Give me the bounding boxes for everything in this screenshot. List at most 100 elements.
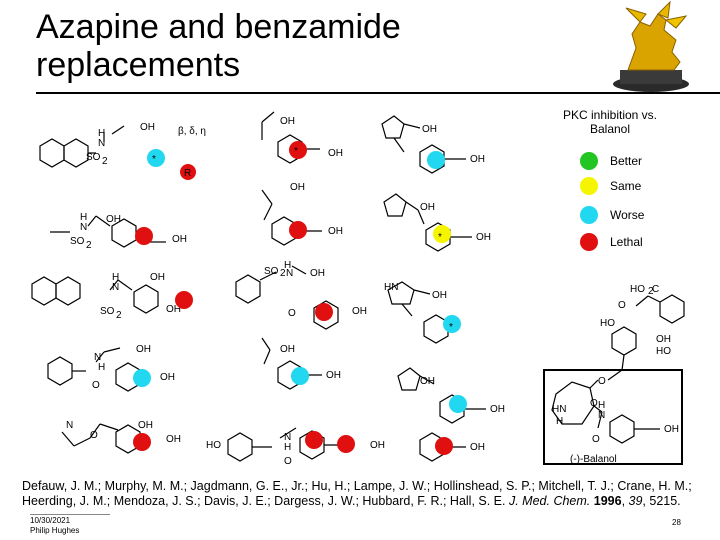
svg-text:OH: OH [352,306,367,317]
beta-delta-eta-label: β, δ, η [178,126,206,137]
svg-text:OH: OH [422,124,437,135]
citation-pages: 5215. [649,494,681,508]
balanol-structure [543,294,685,465]
svg-text:O: O [92,380,100,391]
svg-text:H: H [284,260,291,271]
svg-text:OH: OH [432,290,447,301]
footer-info: 10/30/2021 Philip Hughes [30,516,79,536]
svg-text:H: H [112,272,119,283]
svg-text:OH: OH [136,344,151,355]
marker-red [305,431,323,449]
svg-text:OH: OH [420,202,435,213]
marker-red [135,227,153,245]
legend-dot-cyan [580,206,598,224]
svg-text:OH: OH [310,268,325,279]
svg-text:2: 2 [102,156,108,167]
svg-text:HN: HN [552,404,566,415]
structure-c2r5 [227,427,346,462]
legend-label: Better [610,154,643,168]
citation-year: 1996 [593,494,622,508]
star-marker: * [438,232,442,243]
svg-text:O: O [618,300,626,311]
svg-text:OH: OH [664,424,679,435]
svg-text:OH: OH [328,148,343,159]
citation-volume: 39 [628,494,643,508]
svg-text:N: N [94,352,101,363]
structure-c1r2 [50,215,166,248]
legend-dot-green [580,152,598,170]
svg-text:HN: HN [384,282,398,293]
structure-c3r4 [397,367,486,424]
svg-text:OH: OH [150,272,165,283]
svg-text:H: H [284,442,291,453]
marker-cyan [133,369,151,387]
svg-text:N: N [284,432,291,443]
star-marker: * [294,146,298,157]
svg-text:N: N [286,268,293,279]
marker-red [315,303,333,321]
svg-text:OH: OH [138,420,153,431]
svg-text:C: C [652,284,659,295]
svg-text:O: O [598,376,606,387]
legend-title: PKC inhibition vs. Balanol [562,108,658,136]
svg-text:N: N [80,222,87,233]
marker-cyan [443,315,461,333]
svg-text:2: 2 [280,268,286,279]
star-marker: * [152,154,156,165]
structure-c1r3 [31,276,159,314]
marker-yellow [433,225,451,243]
svg-text:2: 2 [116,310,122,321]
svg-text:OH: OH [280,344,295,355]
svg-text:OH: OH [326,370,341,381]
structure-c2r2 [261,189,322,246]
svg-text:N: N [98,138,105,149]
svg-text:N: N [598,410,605,421]
structure-c2r3 [235,265,339,330]
title-rule [36,92,720,94]
svg-text:HO: HO [206,440,221,451]
marker-red [289,141,307,159]
marker-red [175,291,193,309]
citation-journal: J. Med. Chem. [508,494,591,508]
legend-dot-yellow [580,177,598,195]
balanol-label: (-)-Balanol [570,454,617,465]
svg-text:SO: SO [70,236,85,247]
svg-text:SO: SO [264,266,279,277]
legend-label: Worse [610,208,645,222]
svg-text:O: O [592,434,600,445]
svg-text:2: 2 [648,286,654,297]
svg-text:OH: OH [476,232,491,243]
title-line-2: replacements [36,46,241,84]
svg-text:OH: OH [166,304,181,315]
svg-text:H: H [80,212,87,223]
griffin-logo-icon [613,0,689,92]
legend-label: Lethal [610,235,643,249]
svg-text:OH: OH [490,404,505,415]
svg-text:O: O [284,456,292,467]
svg-text:OH: OH [470,442,485,453]
svg-text:OH: OH [106,214,121,225]
svg-text:HO: HO [600,318,615,329]
svg-text:N: N [66,420,73,431]
footer-divider [30,514,110,515]
svg-text:OH: OH [370,440,385,451]
svg-text:2: 2 [86,240,92,251]
r-label: R [184,168,191,179]
marker-cyan [291,367,309,385]
svg-text:OH: OH [290,182,305,193]
title-line-1: Azapine and benzamide [36,8,401,46]
structure-c3r2 [383,193,472,252]
footer-date: 10/30/2021 [30,516,71,525]
svg-text:OH: OH [140,122,155,133]
svg-text:H: H [598,400,605,411]
marker-red [133,433,151,451]
svg-text:OH: OH [280,116,295,127]
legend-label: Same [610,179,642,193]
svg-text:HO: HO [656,346,671,357]
star-marker: * [449,322,453,333]
legend-dot-red [580,233,598,251]
slide-title: Azapine and benzamide replacements [36,8,556,84]
svg-text:OH: OH [328,226,343,237]
structure-c3r3 [387,281,449,344]
